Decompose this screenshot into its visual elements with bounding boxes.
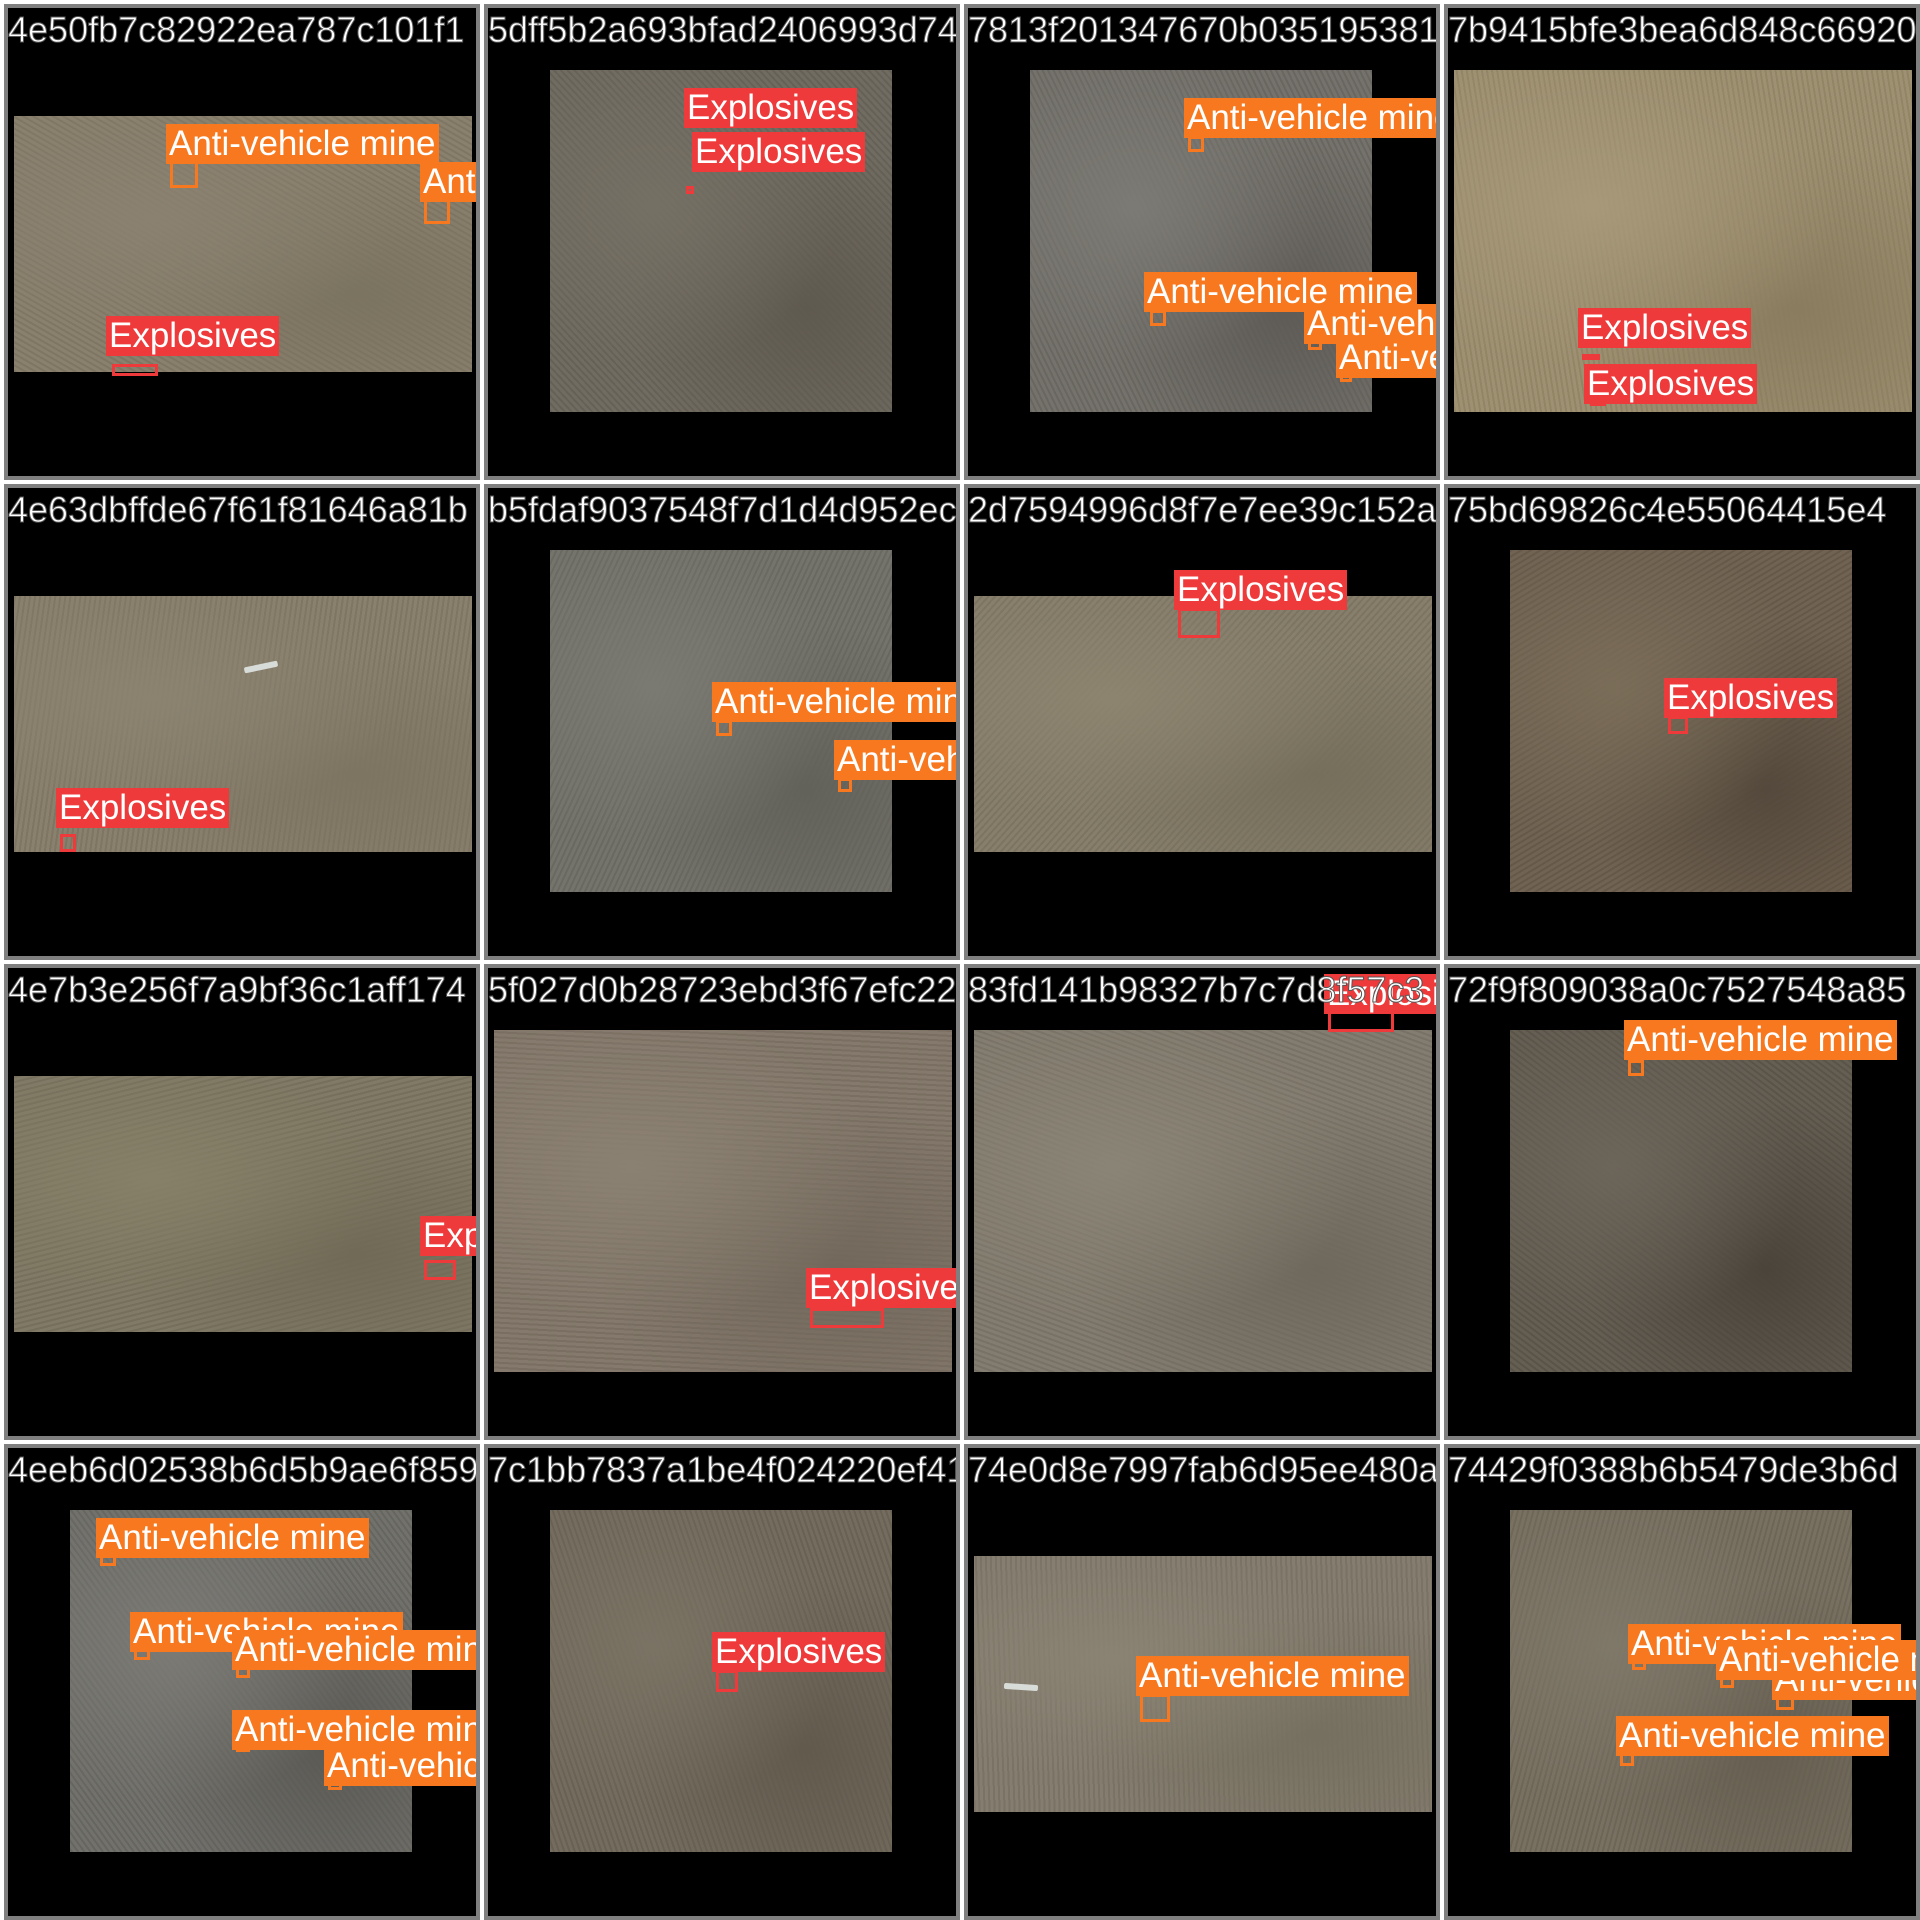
tile-title: 4eeb6d02538b6d5b9ae6f859: [8, 1449, 479, 1491]
image-tile[interactable]: Explosives 4e63dbffde67f61f81646a81b: [4, 484, 480, 960]
tile-title: b5fdaf9037548f7d1d4d952ecb7e: [488, 489, 957, 531]
tile-title: 72f9f809038a0c7527548a85: [1448, 969, 1907, 1011]
image-tile[interactable]: Explosives 5f027d0b28723ebd3f67efc224: [484, 964, 960, 1440]
detection-box[interactable]: [1188, 136, 1204, 152]
tile-title: 4e50fb7c82922ea787c101f1: [8, 9, 465, 51]
aerial-photo: [1510, 1030, 1852, 1372]
detection-box[interactable]: [424, 1260, 456, 1280]
detection-label: Explosives: [692, 132, 866, 172]
detection-label: Anti-vehicle mine: [232, 1710, 476, 1750]
detection-box[interactable]: [716, 720, 732, 736]
detection-label: Anti-vehicle mine: [166, 124, 439, 164]
image-tile[interactable]: Explosives 75bd69826c4e55064415e4: [1444, 484, 1920, 960]
aerial-photo: [974, 1030, 1432, 1372]
detection-label: Explosives: [1174, 570, 1348, 610]
tile-title: 2d7594996d8f7e7ee39c152ae1: [968, 489, 1440, 531]
detection-label: Anti-vehicle mine: [232, 1630, 476, 1670]
detection-label: Anti-vehicle mine: [1184, 98, 1436, 138]
detection-label: Anti-vehicle mine: [1336, 338, 1436, 378]
aerial-photo: [70, 1510, 412, 1852]
detection-label: Explosives: [1578, 308, 1752, 348]
detection-label: Explosives: [806, 1268, 956, 1308]
detection-box[interactable]: [1150, 310, 1166, 326]
detection-label: Explosives: [1324, 974, 1436, 1014]
detection-label: Anti-vehicle mine: [834, 740, 956, 780]
detection-label: Explosives: [56, 788, 230, 828]
image-tile[interactable]: Explosives 4e7b3e256f7a9bf36c1aff174: [4, 964, 480, 1440]
detection-box[interactable]: [838, 778, 852, 792]
tile-title: 5f027d0b28723ebd3f67efc224: [488, 969, 960, 1011]
image-tile[interactable]: Explosives 2d7594996d8f7e7ee39c152ae1: [964, 484, 1440, 960]
detection-box[interactable]: [170, 160, 198, 188]
aerial-photo: [974, 596, 1432, 852]
image-tile[interactable]: Explosives83fd141b98327b7c7d8f57c3: [964, 964, 1440, 1440]
detection-box[interactable]: [810, 1308, 884, 1328]
detection-label: Explosives: [106, 316, 280, 356]
detection-label: Anti-vehicle mine: [1716, 1640, 1916, 1680]
image-tile[interactable]: Explosives 7c1bb7837a1be4f024220ef41: [484, 1444, 960, 1920]
detection-label: Anti-vehicle mine: [1616, 1716, 1889, 1756]
detection-box[interactable]: [1628, 1060, 1644, 1076]
detection-label: Explosives: [684, 88, 858, 128]
detection-label: Explosives: [1584, 364, 1758, 404]
detection-box[interactable]: [1140, 1694, 1170, 1722]
tile-title: 7c1bb7837a1be4f024220ef41: [488, 1449, 960, 1491]
detection-label: Explosives: [420, 1216, 476, 1256]
tile-title: 7813f201347670b035195381d: [968, 9, 1440, 51]
aerial-photo: [1510, 550, 1852, 892]
aerial-photo: [494, 1030, 952, 1372]
detection-label: Anti-vehicle mine: [712, 682, 956, 722]
detection-box[interactable]: [112, 364, 158, 376]
image-tile[interactable]: Anti-vehicle mine 72f9f809038a0c7527548a8…: [1444, 964, 1920, 1440]
detection-label: Anti-vehicle mine: [96, 1518, 369, 1558]
tile-title: 5dff5b2a693bfad2406993d74: [488, 9, 958, 51]
aerial-photo: [14, 1076, 472, 1332]
detection-label: Anti-vehicle mine: [420, 162, 476, 202]
tile-title: 7b9415bfe3bea6d848c669201: [1448, 9, 1920, 51]
tile-title: 74429f0388b6b5479de3b6d: [1448, 1449, 1899, 1491]
detection-box[interactable]: [60, 834, 76, 852]
detection-label: Anti-vehicle mine: [1304, 304, 1436, 344]
detection-label: Anti-vehicle mine: [1624, 1020, 1897, 1060]
tile-title: 75bd69826c4e55064415e4: [1448, 489, 1887, 531]
detection-label: Anti-vehicle mine: [1136, 1656, 1409, 1696]
aerial-photo: [550, 1510, 892, 1852]
detection-box[interactable]: [1582, 354, 1600, 360]
tile-title: 74e0d8e7997fab6d95ee480a3: [968, 1449, 1440, 1491]
image-tile[interactable]: Anti-vehicle mine 74e0d8e7997fab6d95ee480…: [964, 1444, 1440, 1920]
tile-title: 4e63dbffde67f61f81646a81b: [8, 489, 468, 531]
detection-box[interactable]: [1178, 608, 1220, 638]
detection-label: Anti-vehicle mine: [324, 1746, 476, 1786]
detection-box[interactable]: [1668, 716, 1688, 734]
detection-label: Explosives: [712, 1632, 886, 1672]
detection-label: Explosives: [1664, 678, 1838, 718]
tile-title: 4e7b3e256f7a9bf36c1aff174: [8, 969, 466, 1011]
detection-box[interactable]: [716, 1670, 738, 1692]
aerial-photo: [1454, 70, 1912, 412]
detection-box[interactable]: [686, 186, 694, 194]
